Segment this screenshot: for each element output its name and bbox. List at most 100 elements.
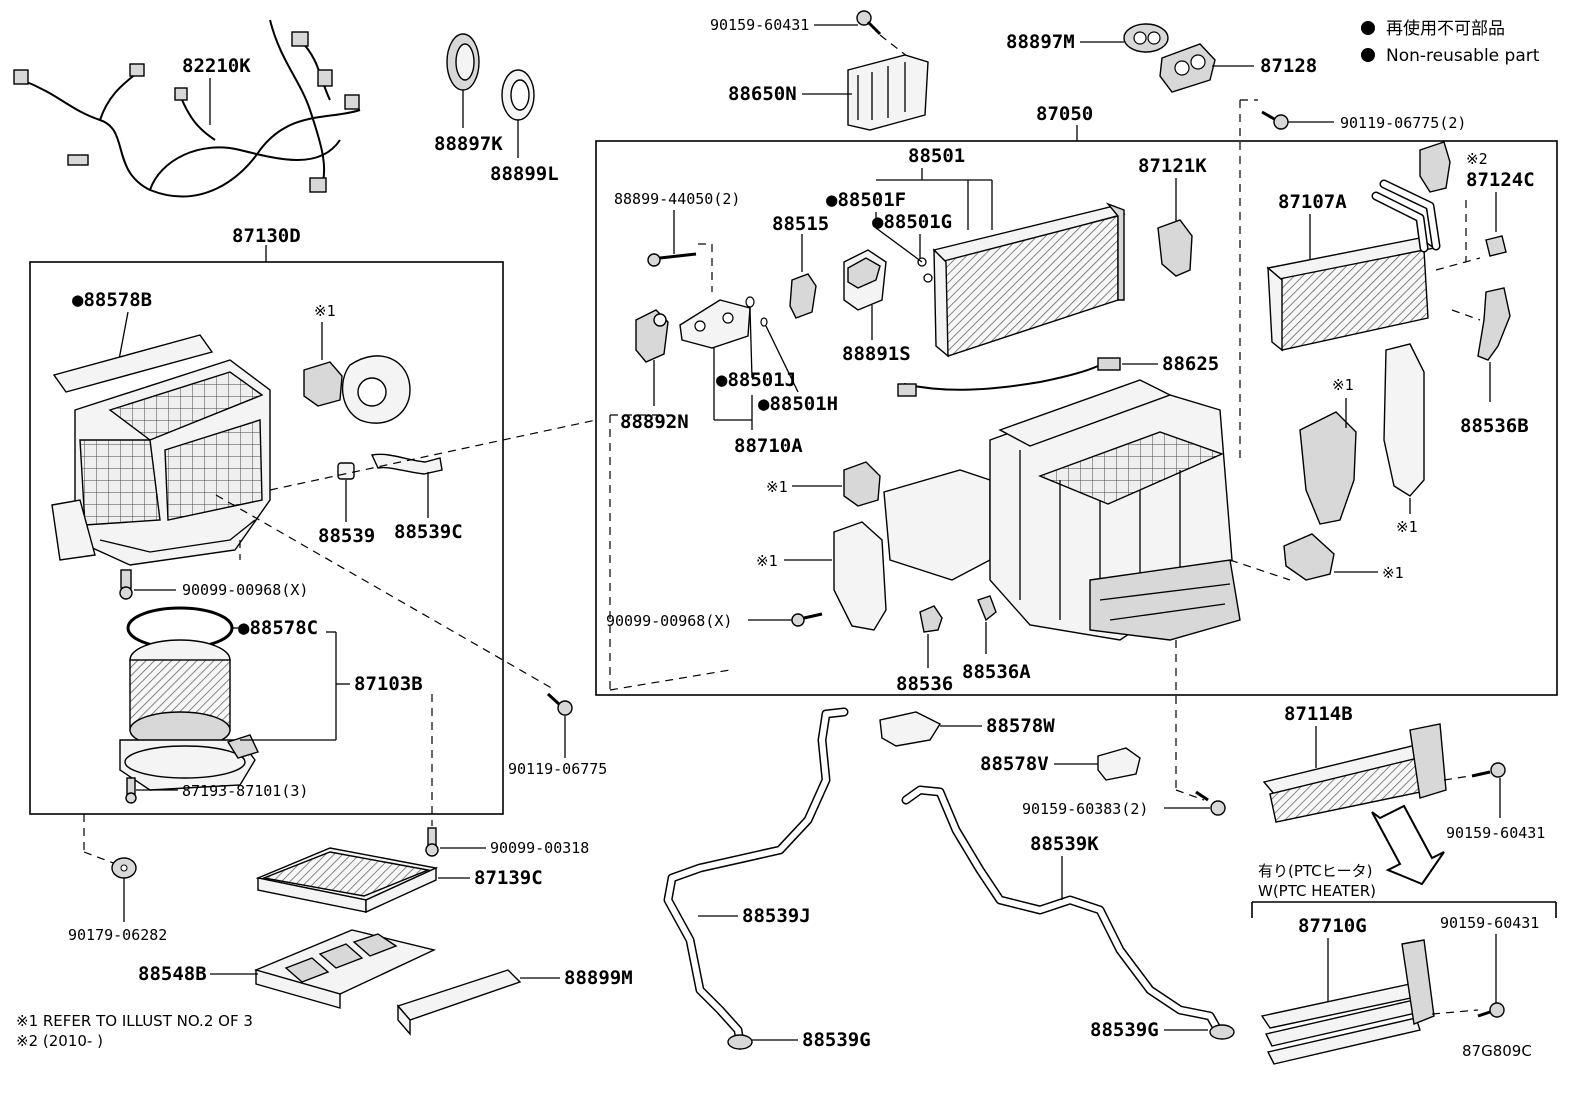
ref-2: ※2 [1466,150,1488,168]
label-88578C: ●88578C [238,617,318,639]
label-88548B: 88548B [138,963,207,985]
label-90159-60431-right: 90159-60431 [1446,824,1545,842]
label-87710G: 87710G [1298,915,1367,937]
label-88710A: 88710A [734,435,803,457]
expansion-valve-88710A-illustration [679,296,768,349]
legend-line-1: 再使用不可部品 [1386,18,1505,39]
label-88578W: 88578W [986,715,1055,737]
label-87193-87101: 87193-87101(3) [182,782,308,800]
label-88897M: 88897M [1006,31,1075,53]
label-88539: 88539 [318,525,375,547]
door-link-illustration [1299,343,1425,525]
label-87114B: 87114B [1284,703,1353,725]
wire-harness-illustration [13,19,361,198]
screw-90159-60431-bottom-illustration [1477,1002,1505,1018]
screw-90119-lower-illustration [546,692,573,716]
label-90159-60431-bottom: 90159-60431 [1440,914,1539,932]
label-82210K: 82210K [182,55,251,77]
ptc-line-2: W(PTC HEATER) [1258,882,1376,900]
label-88501: 88501 [908,145,965,167]
ref-1-a: ※1 [314,302,336,320]
label-87050: 87050 [1036,103,1093,125]
ref-1-c: ※1 [1396,518,1418,536]
evaporator-88501-illustration [932,202,1126,358]
ref-1-d: ※1 [1382,564,1404,582]
label-87128: 87128 [1260,55,1317,77]
note-2: ※2 (2010- ) [16,1032,103,1050]
label-90099-00968-left: 90099-00968(X) [182,581,308,599]
label-88536A: 88536A [962,661,1031,683]
screw-87193-illustration [125,777,137,804]
label-88536: 88536 [896,673,953,695]
bracket-88536B-illustration [1477,287,1511,361]
diagram-code: 87G809C [1462,1042,1532,1060]
hose-88539K-illustration [901,785,1235,1040]
strip-88899M-illustration [396,969,522,1036]
label-88501F: ●88501F [826,189,906,211]
duct-88578W-illustration [879,711,942,747]
grommet-87128-illustration [1159,43,1216,93]
label-87139C: 87139C [474,867,543,889]
hose-88539J-illustration [663,707,849,1050]
seal-88899L-illustration [501,69,535,121]
legend-line-2: Non-reusable part [1386,46,1540,66]
label-88625: 88625 [1162,353,1219,375]
ptc-heater-87114B-illustration [1262,723,1447,823]
filter-frame-88548B-illustration [253,929,437,1009]
screw-88899-44050-illustration [647,252,697,267]
screw-90099-00318-illustration [425,827,439,857]
module-88650N-illustration [847,54,929,131]
label-88891S: 88891S [842,343,911,365]
sensor-88625-illustration [897,357,1121,397]
label-88515: 88515 [772,213,829,235]
hose-88539C-illustration [337,453,443,480]
screw-90119-illustration [1261,110,1289,130]
grommet-88897M-illustration [1123,23,1169,53]
screw-top-illustration [856,10,882,36]
clip-88536A-illustration [977,595,997,622]
label-88501H: ●88501H [758,393,838,415]
label-88897K: 88897K [434,133,503,155]
label-87103B: 87103B [354,673,423,695]
label-88539G-left: 88539G [802,1029,871,1051]
label-87124C: 87124C [1466,169,1535,191]
blower-case-illustration [51,334,271,566]
label-90159-60431-top: 90159-60431 [710,16,809,34]
hvac-housing-illustration [883,379,1241,641]
valve-88892N-illustration [635,309,669,363]
label-87107A: 87107A [1278,191,1347,213]
actuator-88891S-illustration [843,249,887,311]
screw-90159-60383-illustration [1195,790,1226,816]
servo-mid-illustration [843,461,881,507]
ref-1-f: ※1 [756,552,778,570]
label-88539J: 88539J [742,905,811,927]
clip-87124C-illustration [1485,235,1507,257]
arrow-ptc-illustration [1371,804,1445,886]
label-90119-06775-2: 90119-06775(2) [1340,114,1466,132]
label-88578B: ●88578B [72,289,152,311]
duct-88578V-illustration [1097,747,1141,781]
label-88899L: 88899L [490,163,559,185]
label-88539C: 88539C [394,521,463,543]
label-88578V: 88578V [980,753,1049,775]
label-88892N: 88892N [620,411,689,433]
clip-90179-illustration [111,857,137,879]
heater-core-87107A-illustration [1266,179,1441,352]
label-90099-00318: 90099-00318 [490,839,589,857]
blower-motor-87103B-illustration [119,639,259,791]
label-87130D: 87130D [232,225,301,247]
screw-90159-60431-right-illustration [1471,762,1506,778]
label-88650N: 88650N [728,83,797,105]
ptc-line-1: 有り(PTCヒータ) [1258,862,1373,880]
label-88899M: 88899M [564,967,633,989]
ref-1-b: ※1 [1332,376,1354,394]
legend: 再使用不可部品 Non-reusable part [1361,18,1540,66]
label-88536B: 88536B [1460,415,1529,437]
label-90159-60383: 90159-60383(2) [1022,800,1148,818]
bracket-upper-right-illustration [1419,141,1451,193]
sensor-88515-illustration [789,273,817,319]
ptc-heater-87710G-illustration [1260,939,1435,1065]
clip-88536-illustration [919,605,943,633]
ref-1-e: ※1 [766,478,788,496]
label-87121K: 87121K [1138,155,1207,177]
